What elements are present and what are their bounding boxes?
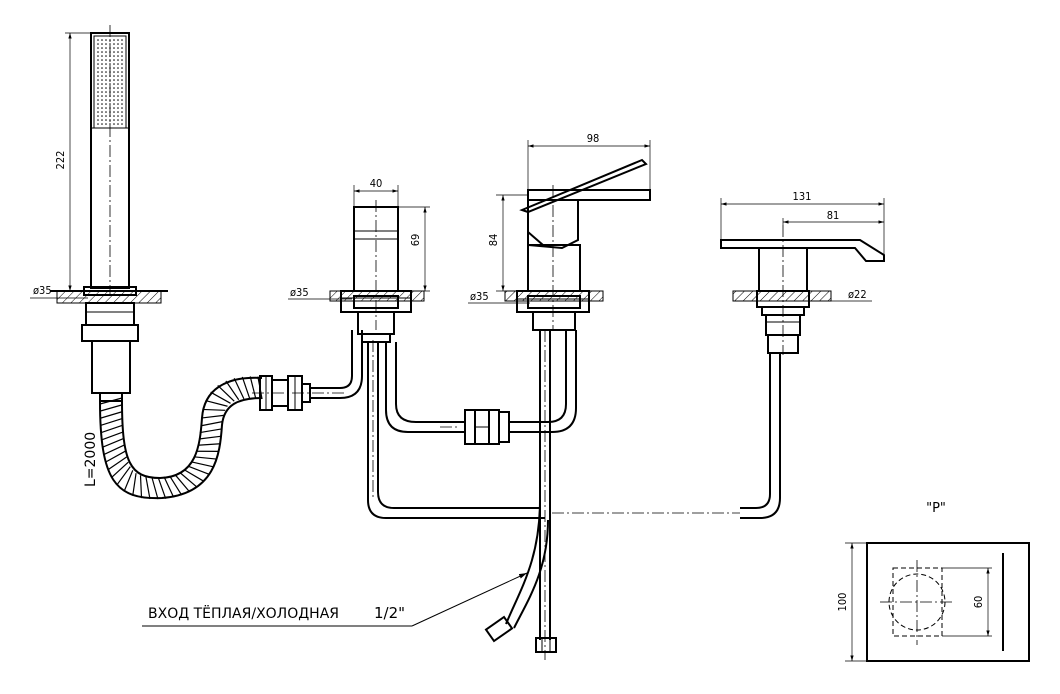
hose-ridges [99, 376, 263, 500]
detail-outer-size: 100 [836, 593, 849, 612]
dim-222-text: 222 [54, 151, 67, 170]
diverter [329, 200, 425, 343]
dim-81-text: 81 [827, 209, 840, 222]
mixer [504, 158, 651, 331]
dim-131-text: 131 [793, 190, 812, 203]
dim-40-text: 40 [370, 177, 383, 190]
dim-mixer-hole: ø35 [468, 290, 530, 304]
handshower [50, 25, 168, 402]
dim-spout-total: 131 [720, 190, 885, 255]
dim-hose-length: L=2000 [83, 432, 99, 487]
inlet-label: ВХОД ТЁПЛАЯ/ХОЛОДНАЯ [148, 604, 339, 622]
dim-diverter-hole: ø35 [288, 286, 352, 300]
detail-p: "P" 100 60 [836, 501, 1030, 662]
detail-title: "P" [926, 501, 946, 516]
inlet-size: 1/2" [374, 604, 405, 622]
dim-mixer-height: 84 [487, 194, 528, 292]
dim-diverter-height: 69 [398, 206, 430, 292]
dim-69-text: 69 [409, 234, 422, 247]
dim-mixer-width: 98 [527, 132, 651, 200]
dim-handshower-length: 222 [54, 32, 91, 291]
spout [720, 225, 885, 355]
dim-handshower-hole: ø35 [30, 284, 88, 299]
dim-spout-hole: ø22 [809, 288, 872, 302]
flexible-hose [99, 375, 345, 500]
dim-spout-hole-text: ø22 [848, 288, 867, 301]
dim-spout-reach: 81 [782, 209, 884, 225]
dim-handshower-hole-text: ø35 [33, 284, 52, 297]
dim-98-text: 98 [587, 132, 600, 145]
inlet-callout: ВХОД ТЁПЛАЯ/ХОЛОДНАЯ 1/2" [142, 572, 528, 627]
pipework [310, 330, 781, 660]
hose-length-text: L=2000 [83, 432, 99, 487]
detail-inner-size: 60 [972, 596, 985, 609]
dim-diverter-hole-text: ø35 [290, 286, 309, 299]
dim-diverter-width: 40 [353, 177, 399, 207]
dim-mixer-hole-text: ø35 [470, 290, 489, 303]
dim-84-text: 84 [487, 234, 500, 247]
